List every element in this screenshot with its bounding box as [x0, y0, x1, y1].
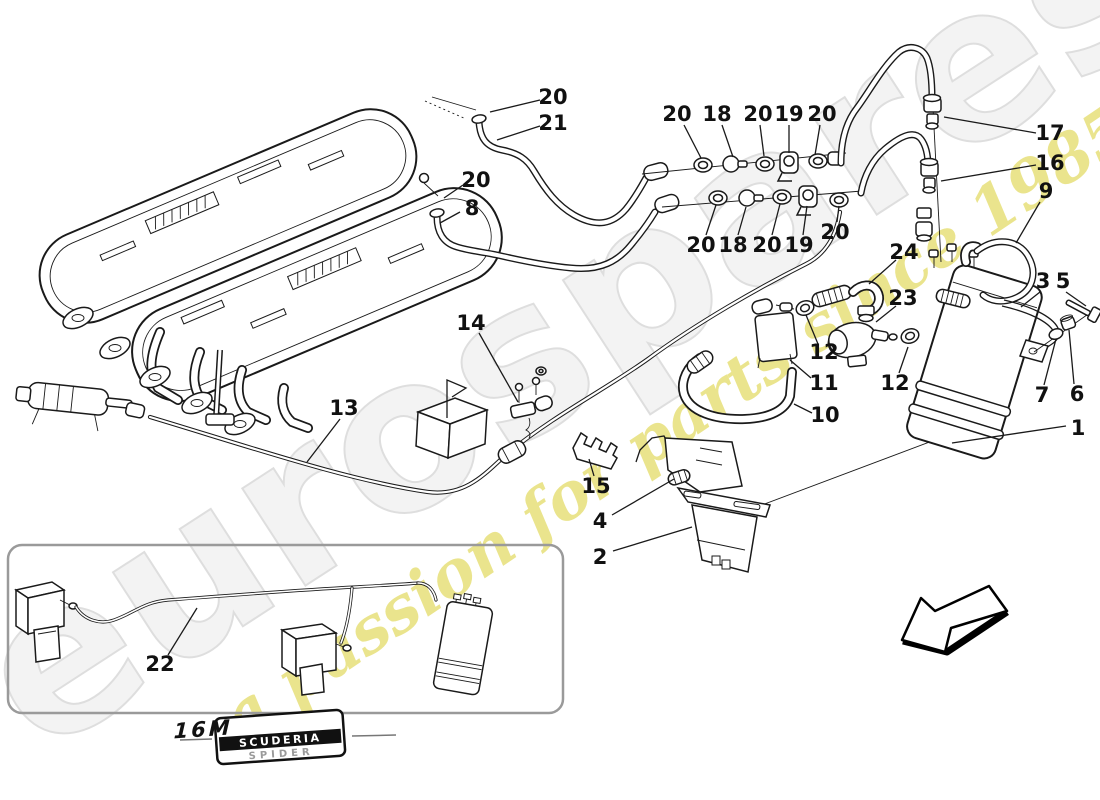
callout-label-10[interactable]: 10 — [810, 403, 839, 427]
callout-leader-line — [306, 418, 341, 463]
callout-label-19[interactable]: 19 — [784, 233, 813, 257]
callout-leader-line — [805, 314, 819, 345]
callout-leader-line — [489, 99, 541, 113]
actuator-part — [15, 381, 133, 432]
blank-callout-box — [415, 379, 490, 460]
callout-leader-line — [759, 124, 765, 157]
callout-label-11[interactable]: 11 — [809, 371, 838, 395]
callout-leader-line — [943, 116, 1037, 134]
callout-label-15[interactable]: 15 — [581, 474, 610, 498]
callout-label-8[interactable]: 8 — [465, 196, 480, 220]
callout-label-20[interactable]: 20 — [686, 233, 715, 257]
callout-label-3[interactable]: 3 — [1036, 269, 1051, 293]
callout-label-7[interactable]: 7 — [1035, 383, 1050, 407]
callout-leader-line — [836, 205, 840, 223]
callout-label-14[interactable]: 14 — [456, 311, 485, 335]
purge-valve-cluster — [678, 280, 920, 425]
callout-label-21[interactable]: 21 — [538, 111, 567, 135]
fitting-rows — [641, 151, 863, 216]
callout-leader-line — [737, 206, 747, 236]
clamp-hardware-14 — [509, 366, 553, 439]
callout-label-4[interactable]: 4 — [593, 509, 608, 533]
callout-label-1[interactable]: 1 — [1071, 416, 1086, 440]
callout-label-20[interactable]: 20 — [461, 168, 490, 192]
callout-leader-line — [721, 124, 734, 158]
callout-label-6[interactable]: 6 — [1070, 382, 1085, 406]
pipe-clip-15 — [572, 431, 618, 470]
callout-leader-line — [875, 305, 897, 323]
callout-label-20[interactable]: 20 — [807, 102, 836, 126]
callout-label-5[interactable]: 5 — [1056, 269, 1071, 293]
callout-leader-line — [802, 205, 808, 236]
callout-leader-line — [814, 124, 821, 156]
callout-label-12[interactable]: 12 — [809, 340, 838, 364]
callout-leader-line — [443, 184, 464, 199]
callout-leader-line — [1068, 329, 1075, 385]
callout-leader-line — [1065, 291, 1087, 307]
callout-leader-line — [588, 458, 595, 477]
callout-label-16[interactable]: 16 — [1035, 151, 1064, 175]
callout-leader-line — [167, 607, 198, 656]
callout-leader-line — [951, 425, 1067, 444]
callout-leader-line — [793, 403, 813, 414]
engine-intake-manifold-drawing — [15, 96, 503, 436]
callout-leader-line — [439, 211, 461, 224]
callout-leader-line — [478, 332, 519, 403]
hose-8 — [429, 193, 680, 273]
callout-label-24[interactable]: 24 — [889, 240, 918, 264]
vapour-pipe-13 — [124, 209, 843, 495]
callout-labels-layer: 1234567891011121213141516171818191920202… — [145, 85, 1087, 676]
callout-leader-line — [683, 124, 702, 159]
callout-leader-line — [611, 478, 675, 516]
callout-label-19[interactable]: 19 — [774, 102, 803, 126]
badge-spider-text: SPIDER — [248, 747, 314, 763]
badge-scuderia-text: SCUDERIA — [239, 731, 322, 750]
callout-label-18[interactable]: 18 — [718, 233, 747, 257]
callout-label-9[interactable]: 9 — [1039, 179, 1054, 203]
callout-leader-line — [771, 203, 781, 236]
callout-leader-line — [940, 164, 1037, 182]
callout-leader-line — [612, 526, 693, 552]
model-badge: 16M SCUDERIA SPIDER — [173, 708, 397, 766]
callout-label-20[interactable]: 20 — [820, 220, 849, 244]
callout-label-18[interactable]: 18 — [702, 102, 731, 126]
carbon-canister-assembly — [761, 238, 1100, 506]
callout-leader-line — [1015, 201, 1041, 244]
callout-label-2[interactable]: 2 — [593, 545, 608, 569]
inset-detail-box — [6, 543, 565, 715]
callout-label-22[interactable]: 22 — [145, 652, 174, 676]
callout-leader-line — [705, 204, 717, 236]
hoses-to-canister — [837, 43, 942, 263]
callout-label-23[interactable]: 23 — [888, 286, 917, 310]
callout-leader-line — [789, 359, 812, 379]
direction-of-travel-arrow — [900, 584, 1009, 656]
hose-21 — [471, 114, 669, 227]
callout-leader-line — [868, 259, 897, 285]
mounting-bracket-2 — [635, 435, 771, 573]
callout-label-20[interactable]: 20 — [752, 233, 781, 257]
callout-label-12[interactable]: 12 — [880, 371, 909, 395]
callout-label-20[interactable]: 20 — [538, 85, 567, 109]
callout-label-13[interactable]: 13 — [329, 396, 358, 420]
callout-leader-line — [496, 125, 541, 141]
callout-label-20[interactable]: 20 — [662, 102, 691, 126]
callout-leader-line — [1043, 338, 1057, 386]
callout-label-17[interactable]: 17 — [1035, 121, 1064, 145]
callout-leader-line — [1020, 291, 1041, 308]
callout-label-20[interactable]: 20 — [743, 102, 772, 126]
callout-leader-line — [898, 346, 909, 374]
